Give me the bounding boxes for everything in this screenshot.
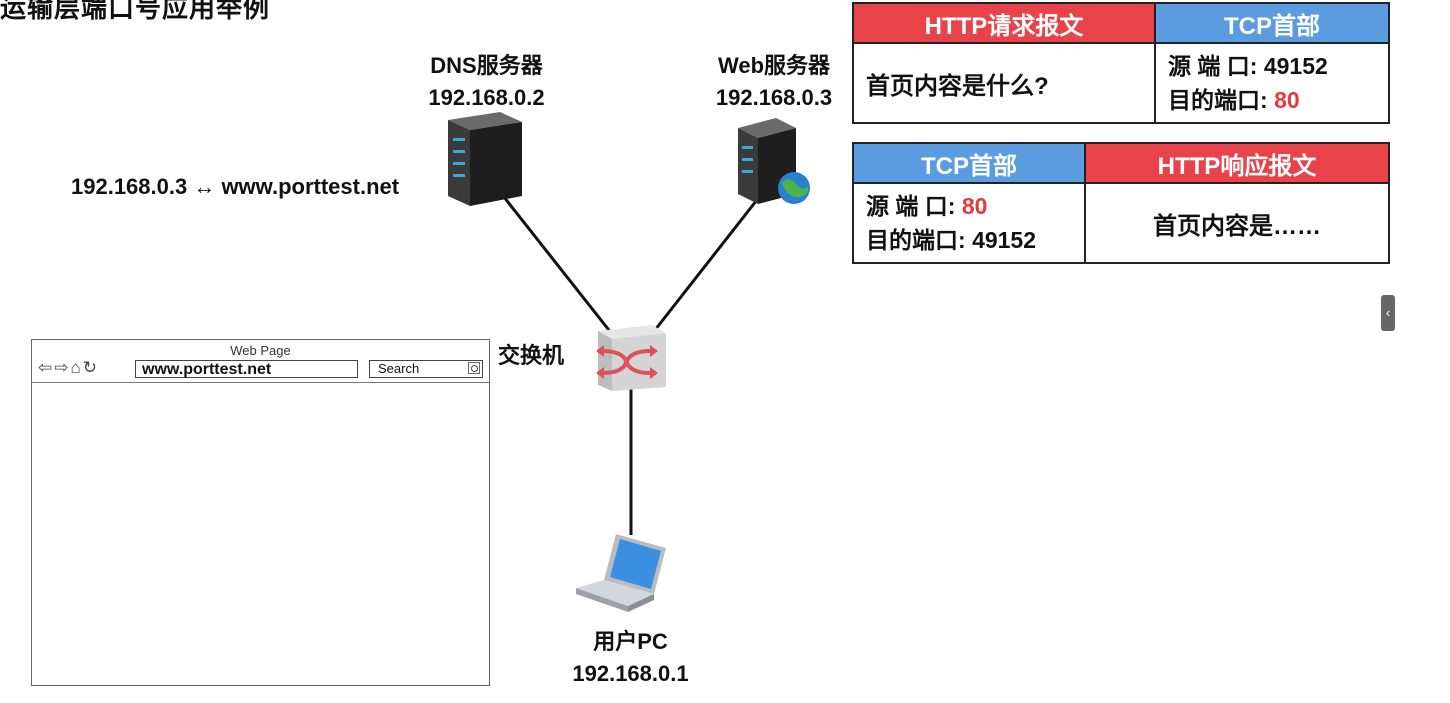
web-server-label: Web服务器 192.168.0.3 [700, 50, 848, 114]
request-tcp-header: TCP首部 [1154, 2, 1390, 44]
browser-title: Web Page [230, 343, 291, 358]
dns-server-icon [448, 112, 522, 206]
src-port-value: 80 [961, 193, 988, 219]
page-title: 运输层端口号应用举例 [0, 0, 271, 23]
search-icon[interactable] [468, 362, 480, 374]
refresh-icon[interactable]: ↻ [82, 358, 100, 377]
src-port-label: 源 端 口: [866, 193, 956, 219]
back-icon[interactable]: ⇦ [38, 358, 55, 377]
dst-port-value: 80 [1274, 87, 1300, 113]
dns-server-label: DNS服务器 192.168.0.2 [404, 50, 569, 114]
browser-window: Web Page ⇦⇨⌂↻ www.porttest.net Search [31, 339, 490, 686]
user-pc-label: 用户PC 192.168.0.1 [548, 626, 713, 690]
request-packet: HTTP请求报文 TCP首部 首页内容是什么? 源 端 口: 49152 目的端… [852, 2, 1390, 124]
src-port-value: 49152 [1263, 53, 1328, 79]
dns-mapping-text: 192.168.0.3 ↔ www.porttest.net [71, 174, 400, 199]
laptop-icon [576, 534, 666, 612]
web-server-name: Web服务器 [717, 53, 831, 78]
browser-toolbar: Web Page ⇦⇨⌂↻ www.porttest.net Search [32, 340, 489, 383]
dst-port-value: 49152 [972, 227, 1037, 253]
switch-icon [596, 325, 666, 391]
src-port-label: 源 端 口: [1168, 53, 1258, 79]
response-packet: TCP首部 HTTP响应报文 源 端 口: 80 目的端口: 49152 首页内… [852, 142, 1390, 264]
dst-port-label: 目的端口: [1168, 87, 1268, 113]
dns-server-ip: 192.168.0.2 [428, 85, 545, 110]
search-field[interactable]: Search [369, 360, 483, 378]
response-http-body: 首页内容是…… [1084, 182, 1390, 264]
request-http-header: HTTP请求报文 [852, 2, 1156, 44]
response-tcp-ports: 源 端 口: 80 目的端口: 49152 [852, 182, 1086, 264]
web-server-icon [738, 118, 810, 204]
user-pc-ip: 192.168.0.1 [572, 661, 689, 686]
request-tcp-ports: 源 端 口: 49152 目的端口: 80 [1154, 42, 1390, 124]
home-icon[interactable]: ⌂ [70, 358, 83, 377]
dst-port-label: 目的端口: [866, 227, 966, 253]
request-http-body: 首页内容是什么? [852, 42, 1156, 124]
link-dns-switch [498, 191, 614, 335]
browser-nav-buttons: ⇦⇨⌂↻ [38, 358, 99, 378]
response-tcp-header: TCP首部 [852, 142, 1086, 184]
address-bar[interactable]: www.porttest.net [135, 360, 358, 378]
collapse-panel-button[interactable]: ‹ [1381, 295, 1395, 331]
search-label: Search [378, 361, 420, 376]
web-server-ip: 192.168.0.3 [715, 85, 833, 110]
link-web-switch [653, 195, 762, 331]
switch-label: 交换机 [498, 343, 565, 368]
response-http-header: HTTP响应报文 [1084, 142, 1390, 184]
dns-server-name: DNS服务器 [430, 53, 543, 78]
user-pc-name: 用户PC [593, 629, 668, 654]
forward-icon[interactable]: ⇨ [54, 358, 71, 377]
